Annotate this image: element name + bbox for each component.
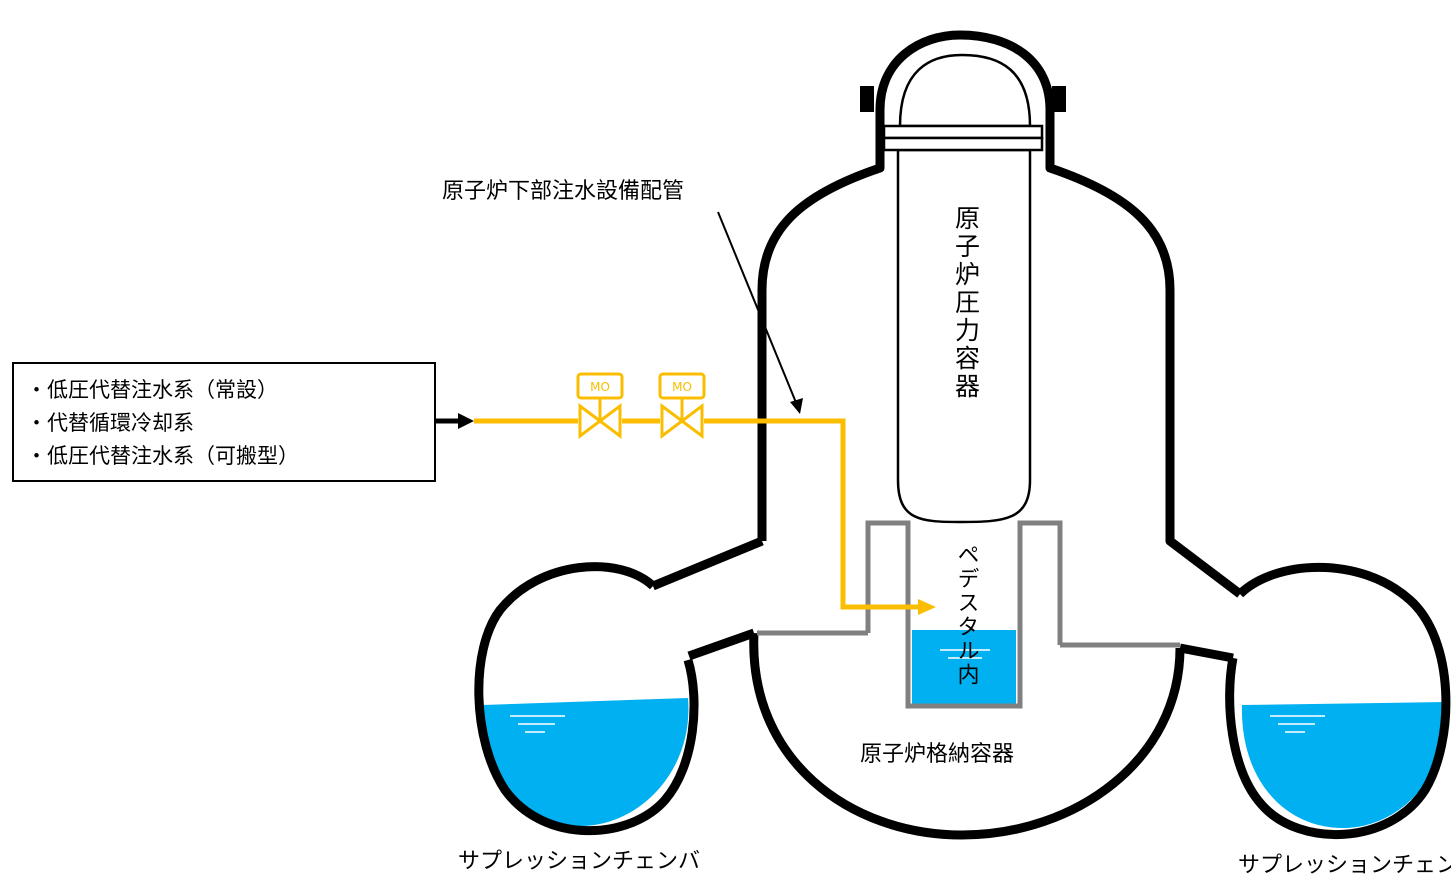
piping-label: 原子炉下部注水設備配管 bbox=[442, 179, 684, 204]
vessel-label: 原子炉圧力容器 bbox=[952, 205, 981, 401]
water-source-box: ・低圧代替注水系（常設） ・代替循環冷却系 ・低圧代替注水系（可搬型） bbox=[12, 362, 436, 482]
source-item: ・低圧代替注水系（可搬型） bbox=[26, 444, 299, 468]
piping-leader-arrow bbox=[790, 398, 803, 414]
pedestal-water bbox=[912, 630, 1016, 704]
valve-1-label: MO bbox=[590, 380, 610, 394]
valve-2[interactable] bbox=[658, 372, 706, 439]
valve-1[interactable] bbox=[576, 372, 624, 439]
suppression-label-right: サプレッションチェンバ bbox=[1238, 853, 1451, 878]
head-flange-left bbox=[860, 86, 874, 112]
source-item: ・代替循環冷却系 bbox=[26, 411, 194, 435]
suppression-chamber-left bbox=[474, 562, 699, 836]
suppression-label-left: サプレッションチェンバ bbox=[458, 849, 700, 874]
water-surface-marks bbox=[510, 649, 1325, 733]
reactor-pressure-vessel bbox=[882, 53, 1044, 524]
suppression-water-left bbox=[482, 698, 689, 826]
containment-label: 原子炉格納容器 bbox=[860, 742, 1014, 767]
pedestal-label: ペデスタル内 bbox=[954, 543, 979, 687]
pipe-arrow-head bbox=[918, 599, 936, 615]
containment-outline bbox=[651, 30, 1243, 840]
injection-pipe bbox=[474, 418, 920, 610]
head-flange-right bbox=[1052, 86, 1066, 112]
valve-2-label: MO bbox=[672, 380, 692, 394]
suppression-water-right bbox=[1241, 702, 1447, 828]
source-item: ・低圧代替注水系（常設） bbox=[26, 378, 278, 402]
suppression-chamber-right bbox=[1225, 562, 1451, 840]
piping-leader-line bbox=[717, 211, 798, 406]
pedestal-walls bbox=[757, 520, 1180, 709]
source-arrow-head bbox=[458, 413, 474, 429]
